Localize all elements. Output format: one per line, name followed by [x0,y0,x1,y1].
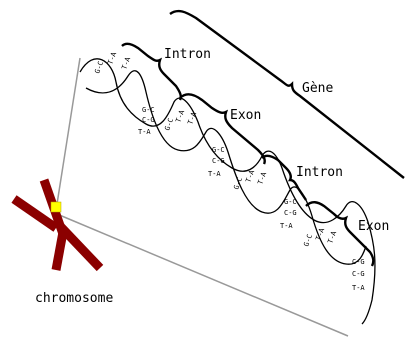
base-pair-label: T-A [138,128,151,136]
base-pair-label: C-G [352,258,365,266]
intron-2-brace [261,154,307,201]
intron-2-label: Intron [296,165,343,180]
base-pair-label: T-A [106,50,118,65]
base-pair-label: G-C [232,176,244,191]
base-pair-label: T-A [120,55,132,70]
base-pair-label: G-C [93,60,105,75]
base-pair-label: T-A [352,284,365,292]
base-pair-label: G-C [163,117,175,132]
intron-1-brace [121,42,182,101]
exon-1-label: Exon [230,108,261,123]
base-pair-label: T-A [208,170,221,178]
chromosome-label: chromosome [35,291,113,306]
base-pair-label: C-G [352,270,365,278]
base-pair-label: T-A [174,108,186,123]
gene-brace [169,9,405,179]
intron-1-label: Intron [164,47,211,62]
base-pair-label: C-G [284,209,297,217]
base-pair-label: C-G [142,116,155,124]
gene-locus-highlight [50,201,62,213]
base-pair-label: T-A [280,222,293,230]
zoom-line-bottom [56,213,349,337]
base-pair-label: G-C [212,146,225,154]
base-pair-label: T-A [186,110,198,125]
base-pair-label: G-C [284,198,297,206]
base-pair-label: G-C [142,106,155,114]
base-pair-label: T-A [326,229,338,244]
exon-2-label: Exon [358,219,389,234]
base-pair-label: G-C [302,233,314,248]
zoom-line-top [56,57,81,205]
base-pair-label: C-G [212,157,225,165]
exon-1-brace [179,93,266,165]
chromosome-icon [11,178,104,272]
gene-label: Gène [302,81,333,96]
dna-strand-2 [85,70,367,265]
exon-2-brace [305,201,375,267]
base-pair-label: T-A [256,170,268,185]
dna-strand-1 [79,58,376,325]
